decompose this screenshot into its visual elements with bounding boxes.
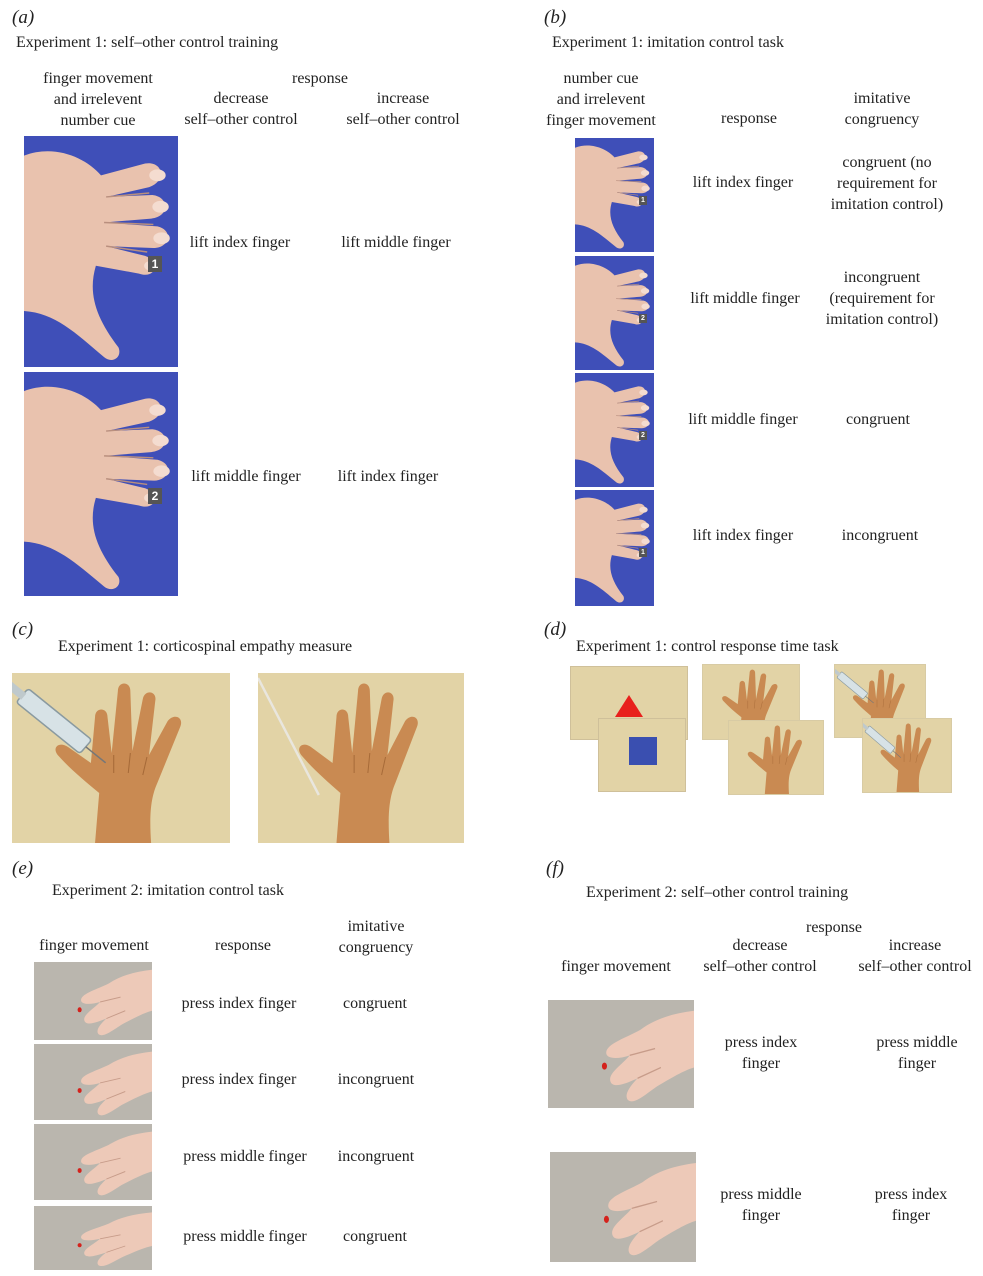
panel-e-row2-response: press index finger (166, 1069, 312, 1090)
panel-a-row1-decrease: lift index finger (170, 232, 310, 253)
hand-photo-icon: 1 (575, 490, 654, 606)
panel-f-label: (f) (546, 858, 564, 880)
panel-b-row1-response: lift index finger (678, 172, 808, 193)
number-cue: 1 (639, 548, 647, 557)
panel-e-row4-congruency: congruent (322, 1226, 428, 1247)
panel-e-header-congruency: imitative congruency (322, 916, 430, 958)
panel-f-title: Experiment 2: self–other control trainin… (586, 884, 848, 902)
panel-b-header-stimulus: number cue and irrelevent finger movemen… (526, 68, 676, 131)
panel-a-title: Experiment 1: self–other control trainin… (16, 34, 278, 52)
hand-photo-icon (34, 1206, 152, 1270)
panel-e-row3-congruency: incongruent (322, 1146, 430, 1167)
panel-d-label: (d) (544, 619, 566, 641)
panel-b-row3-response: lift middle finger (674, 409, 812, 430)
hand-photo-icon (34, 1044, 152, 1120)
panel-e-row1-response: press index finger (166, 993, 312, 1014)
panel-e-row2-congruency: incongruent (322, 1069, 430, 1090)
panel-f-header-increase: increase self–other control (840, 935, 983, 977)
panel-a-row2-increase: lift index finger (320, 466, 456, 487)
number-cue: 1 (148, 256, 162, 272)
panel-b-row2-response: lift middle finger (676, 288, 814, 309)
hand-photo-icon (862, 718, 952, 793)
hand-photo-icon (12, 673, 230, 843)
panel-e-row4-response: press middle finger (166, 1226, 324, 1247)
panel-f-row1-decrease: press index finger (696, 1032, 826, 1074)
panel-b-header-congruency: imitative congruency (822, 88, 942, 130)
panel-b-row3-congruency: congruent (820, 409, 936, 430)
hand-photo-icon: 2 (575, 256, 654, 370)
panel-a-row2-decrease: lift middle finger (176, 466, 316, 487)
panel-a-row1-increase: lift middle finger (324, 232, 468, 253)
number-cue: 1 (639, 196, 647, 205)
panel-f-header-stimulus: finger movement (548, 956, 684, 977)
panel-f-header-decrease: decrease self–other control (680, 935, 840, 977)
panel-a-header-increase: increase self–other control (328, 88, 478, 130)
panel-d-title: Experiment 1: control response time task (576, 638, 839, 656)
panel-e-header-response: response (198, 935, 288, 956)
panel-b-header-response: response (694, 108, 804, 129)
hand-photo-icon: 2 (24, 372, 178, 596)
number-cue: 2 (639, 314, 647, 323)
panel-a-label: (a) (12, 7, 34, 29)
square-stimulus (598, 718, 686, 792)
panel-a-header-decrease: decrease self–other control (166, 88, 316, 130)
panel-b-row1-congruency: congruent (no requirement for imitation … (812, 152, 962, 215)
panel-e-row3-response: press middle finger (166, 1146, 324, 1167)
hand-photo-icon (258, 673, 464, 843)
hand-photo-icon (548, 1000, 694, 1108)
panel-e-title: Experiment 2: imitation control task (52, 882, 284, 900)
panel-f-row2-increase: press index finger (846, 1184, 976, 1226)
panel-b-title: Experiment 1: imitation control task (552, 34, 784, 52)
panel-b-row2-congruency: incongruent (requirement for imitation c… (804, 267, 960, 330)
panel-f-row1-increase: press middle finger (852, 1032, 982, 1074)
panel-b-row4-response: lift index finger (676, 525, 810, 546)
hand-photo-icon (550, 1152, 696, 1262)
blue-square-icon (629, 737, 657, 765)
red-triangle-icon (615, 695, 643, 717)
panel-e-row1-congruency: congruent (322, 993, 428, 1014)
number-cue: 2 (148, 488, 162, 504)
panel-a-header-stimulus: finger movement and irrelevent number cu… (18, 68, 178, 131)
panel-b-label: (b) (544, 7, 566, 29)
hand-photo-icon: 2 (575, 373, 654, 487)
panel-c-title: Experiment 1: corticospinal empathy meas… (58, 638, 352, 656)
panel-e-header-stimulus: finger movement (24, 935, 164, 956)
number-cue: 2 (639, 431, 647, 440)
panel-a-header-response: response (260, 68, 380, 89)
hand-photo-icon (728, 720, 824, 795)
hand-photo-icon (34, 962, 152, 1040)
panel-e-label: (e) (12, 858, 33, 880)
hand-photo-icon: 1 (575, 138, 654, 252)
hand-photo-icon: 1 (24, 136, 178, 367)
panel-c-label: (c) (12, 619, 33, 641)
panel-f-row2-decrease: press middle finger (696, 1184, 826, 1226)
panel-b-row4-congruency: incongruent (820, 525, 940, 546)
hand-photo-icon (34, 1124, 152, 1200)
